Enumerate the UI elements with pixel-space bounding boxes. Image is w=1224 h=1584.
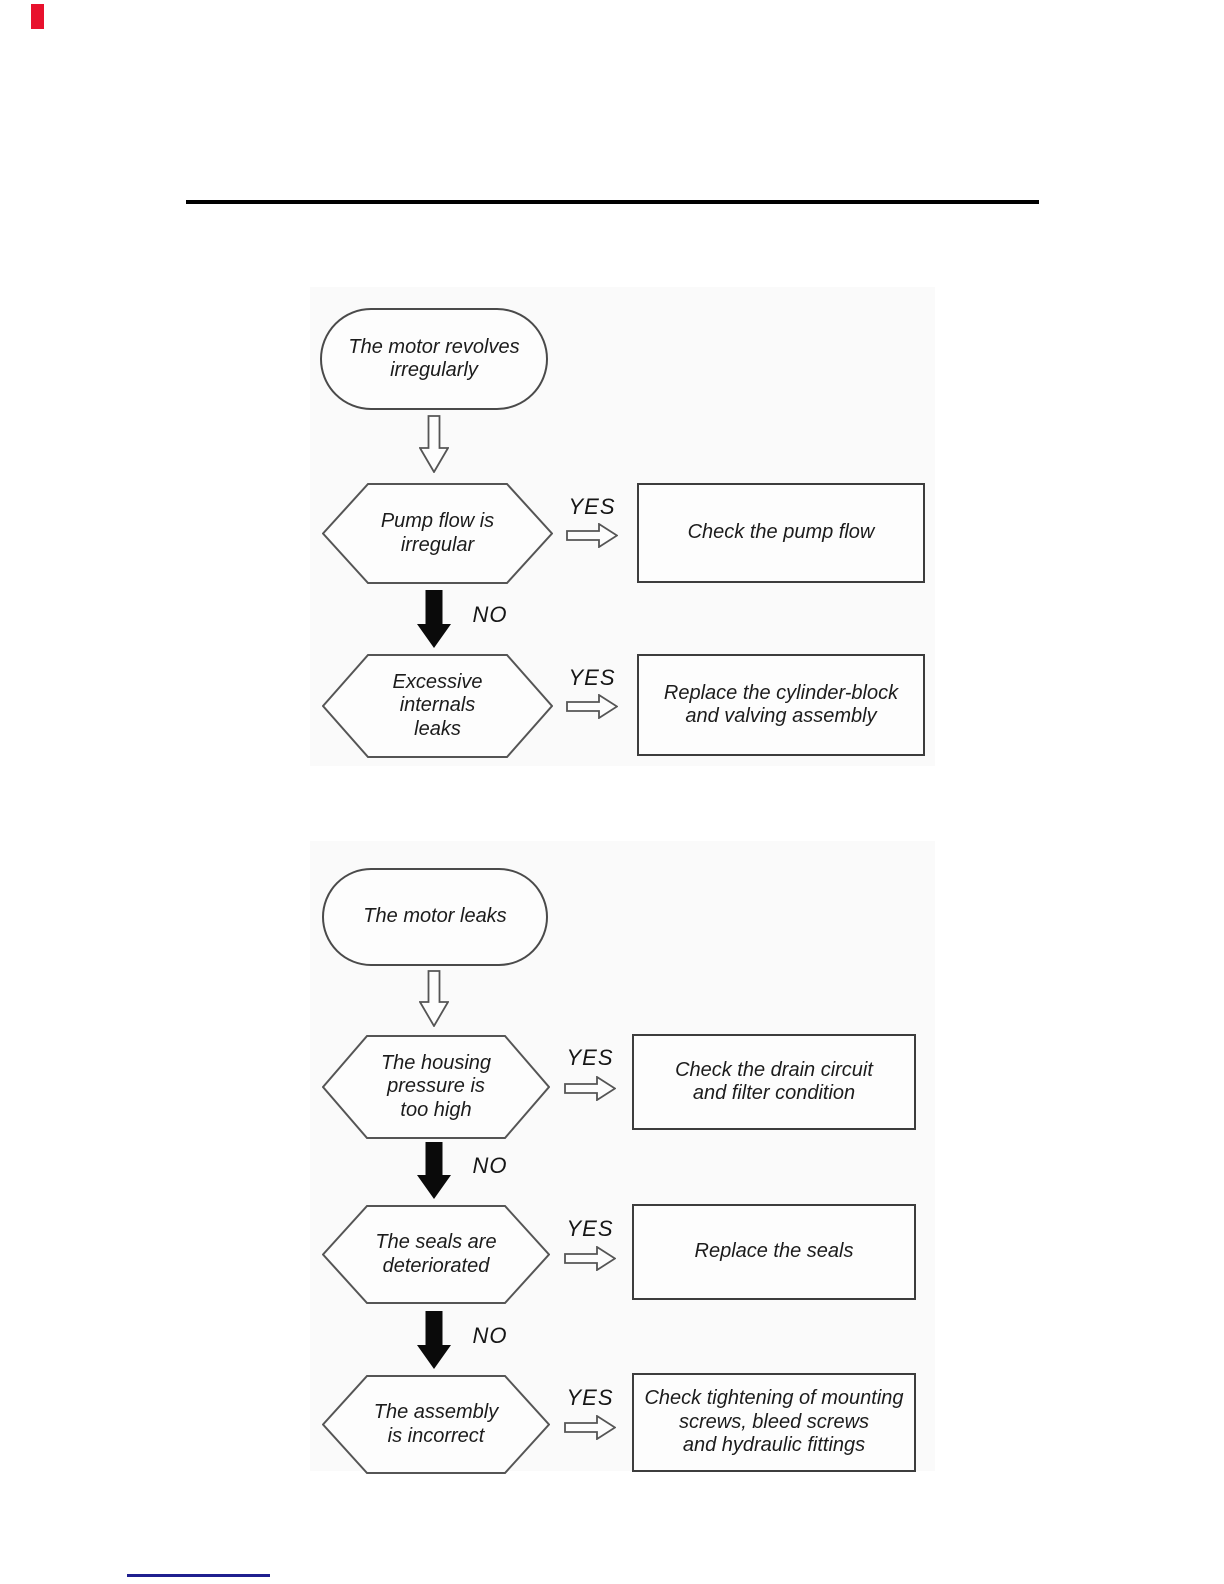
no-label: NO — [472, 602, 508, 627]
flow-arrow-right-yes-icon — [564, 1415, 616, 1440]
flow-arrow-down-icon — [419, 970, 449, 1027]
red-marker — [31, 4, 44, 29]
action-node: Check tightening of mounting screws, ble… — [632, 1373, 916, 1472]
action-node: Check the drain circuit and filter condi… — [632, 1034, 916, 1130]
decision-node: The assembly is incorrect — [322, 1374, 550, 1475]
no-label: NO — [472, 1323, 508, 1348]
flow-arrow-right-yes-icon — [564, 1076, 616, 1101]
start-node: The motor revolves irregularly — [320, 308, 548, 410]
action-node: Replace the cylinder-block and valving a… — [637, 654, 925, 756]
decision-node: Pump flow is irregular — [322, 482, 553, 585]
flow-arrow-right-yes-icon — [566, 694, 618, 719]
yes-label: YES — [568, 494, 616, 519]
hexagon-shape — [322, 1374, 550, 1475]
decision-node: The housing pressure is too high — [322, 1034, 550, 1140]
action-node-label: Check the pump flow — [687, 521, 875, 544]
no-label: NO — [472, 1153, 508, 1178]
hexagon-shape — [322, 482, 553, 585]
action-node-label: Check the drain circuit and filter condi… — [675, 1058, 873, 1104]
decision-node-label: The seals are deteriorated — [375, 1231, 497, 1277]
flow-arrow-down-icon — [419, 415, 449, 473]
header-rule — [186, 200, 1039, 204]
decision-node-label: Excessive internals leaks — [392, 670, 483, 740]
flow-arrow-down-no-icon — [417, 590, 451, 648]
decision-node-label: The housing pressure is too high — [380, 1051, 492, 1121]
decision-node: The seals are deteriorated — [322, 1204, 550, 1305]
action-node: Check the pump flow — [637, 483, 925, 583]
yes-label: YES — [568, 665, 616, 690]
start-node-label: The motor revolves irregularly — [348, 335, 520, 381]
yes-label: YES — [566, 1385, 614, 1410]
action-node: Replace the seals — [632, 1204, 916, 1300]
start-node-label: The motor leaks — [363, 905, 507, 928]
hexagon-shape — [322, 1034, 550, 1140]
yes-label: YES — [566, 1045, 614, 1070]
decision-node-label: Pump flow is irregular — [380, 510, 495, 556]
flowchart-motor-revolves-irregularly: The motor revolves irregularly Pump flow… — [310, 287, 935, 766]
flow-arrow-down-no-icon — [417, 1311, 451, 1369]
footer-link-underline[interactable] — [127, 1574, 270, 1577]
hexagon-shape — [322, 653, 553, 759]
flowchart-motor-leaks: The motor leaks The housing pressure is … — [310, 841, 935, 1471]
start-node: The motor leaks — [322, 868, 548, 966]
flow-arrow-down-no-icon — [417, 1142, 451, 1199]
flow-arrow-right-yes-icon — [564, 1246, 616, 1271]
action-node-label: Replace the cylinder-block and valving a… — [663, 681, 899, 727]
flow-arrow-right-yes-icon — [566, 523, 618, 548]
yes-label: YES — [566, 1216, 614, 1241]
action-node-label: Check tightening of mounting screws, ble… — [644, 1387, 904, 1457]
action-node-label: Replace the seals — [694, 1240, 854, 1263]
hexagon-shape — [322, 1204, 550, 1305]
decision-node-label: The assembly is incorrect — [373, 1401, 499, 1447]
decision-node: Excessive internals leaks — [322, 653, 553, 759]
